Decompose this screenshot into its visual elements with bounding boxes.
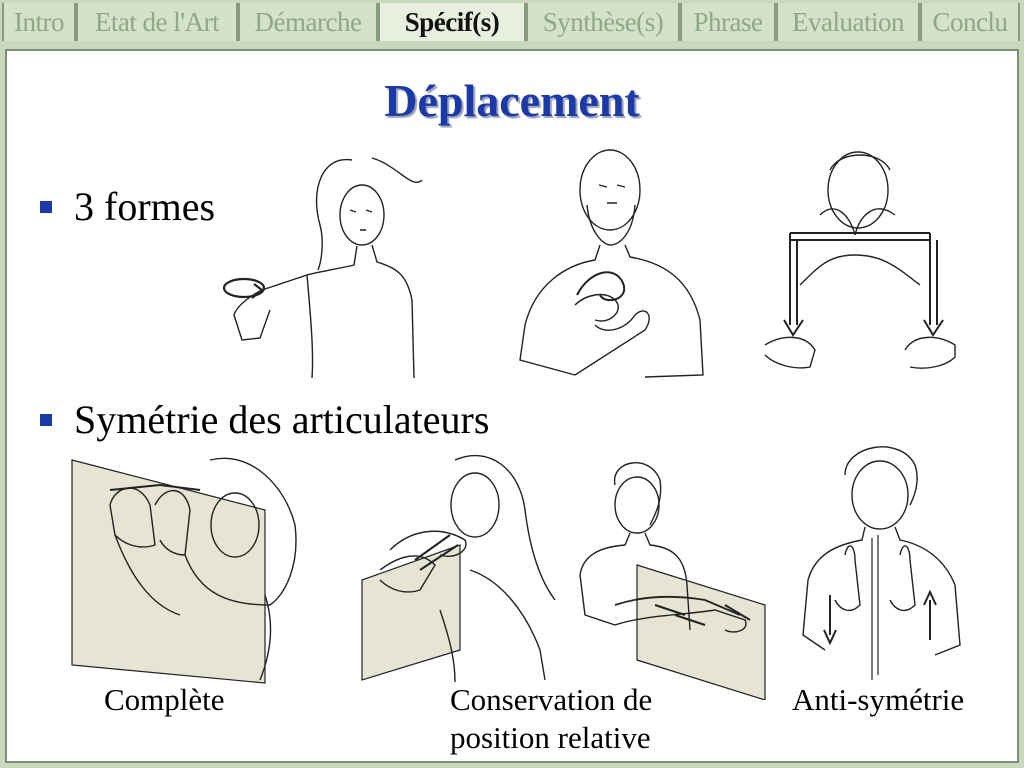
tab-specif[interactable]: Spécif(s) [378, 3, 526, 41]
tab-phrase[interactable]: Phrase [680, 3, 776, 41]
figure-complete-symmetry [71, 457, 297, 684]
bullet-square-icon [40, 200, 52, 213]
figure-circular-movement [222, 157, 423, 379]
caption-complete: Complète [104, 682, 225, 717]
figure-spiral-movement [519, 149, 704, 378]
tab-etat-de-l-art[interactable]: Etat de l'Art [76, 3, 238, 41]
figure-anti-symmetry [802, 446, 961, 680]
tab-demarche[interactable]: Démarche [238, 3, 378, 41]
tab-synthese[interactable]: Synthèse(s) [526, 3, 680, 41]
caption-anti-symmetry: Anti-symétrie [792, 682, 965, 717]
bullet-text: 3 formes [74, 184, 216, 229]
bullet-square-icon [40, 413, 52, 426]
nav-bar: Intro Etat de l'Art Démarche Spécif(s) S… [0, 0, 1024, 44]
slide-frame-inner [5, 49, 1019, 763]
figure-relative-position [361, 454, 556, 683]
tab-intro[interactable]: Intro [2, 3, 76, 41]
slide-frame [0, 44, 1024, 768]
tab-conclu[interactable]: Conclu [920, 3, 1020, 41]
bullet-text: Symétrie des articulateurs [74, 397, 490, 442]
caption-conservation-line1: Conservation de [450, 682, 653, 717]
bullet-item-symetrie: Symétrie des articulateurs [40, 396, 489, 443]
caption-conservation-line2: position relative [450, 720, 651, 755]
slide-title: Déplacement [384, 75, 640, 126]
figure-girl-plane [579, 462, 766, 700]
tab-evaluation[interactable]: Evaluation [776, 3, 920, 41]
figure-bracket-movement [764, 151, 956, 369]
bullet-item-formes: 3 formes [40, 183, 215, 230]
